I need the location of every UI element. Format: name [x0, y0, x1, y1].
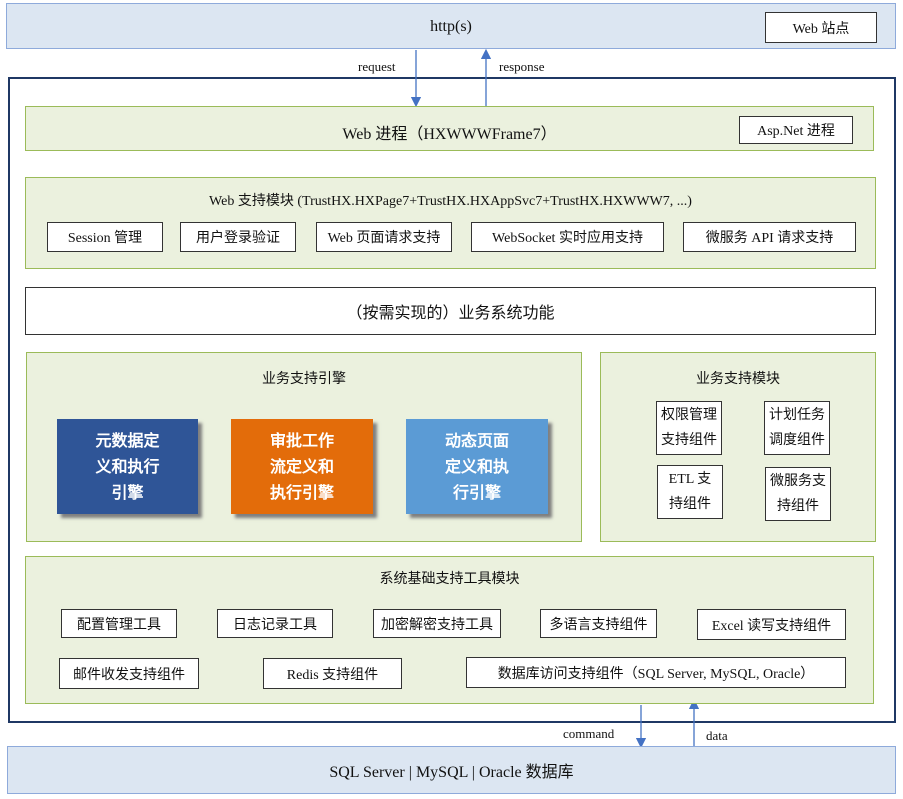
dynamic-page-engine-line-3: 行引擎 [452, 482, 501, 502]
aspnet-process-box: Asp.Net 进程 [739, 116, 853, 144]
aspnet-process-label: Asp.Net 进程 [757, 124, 835, 139]
system-tools-title: 系统基础支持工具模块 [379, 572, 520, 587]
business-engines-panel: 业务支持引擎 元数据定 义和执行 引擎 审批工作 流定义和 执行引擎 动态页面 … [26, 352, 582, 542]
metadata-engine-line-3: 引擎 [111, 482, 144, 502]
config-tool-box: 配置管理工具 [61, 609, 177, 638]
redis-component-box: Redis 支持组件 [263, 658, 402, 689]
database-band: SQL Server | MySQL | Oracle 数据库 [7, 746, 896, 794]
session-management-box: Session 管理 [47, 222, 163, 252]
redis-component-label: Redis 支持组件 [286, 667, 379, 683]
scheduler-component-box: 计划任务调度组件 [764, 401, 830, 455]
web-process-title: Web 进程（HXWWWFrame7） [342, 126, 557, 143]
etl-line-1: ETL 支 [668, 472, 712, 487]
log-tool-box: 日志记录工具 [217, 609, 333, 638]
excel-component-box: Excel 读写支持组件 [697, 609, 846, 640]
business-modules-panel: 业务支持模块 权限管理支持组件 计划任务调度组件 ETL 支持组件 微服务支持组… [600, 352, 876, 542]
web-site-box: Web 站点 [765, 12, 877, 43]
scheduler-line-1: 计划任务 [769, 408, 825, 423]
user-login-label: 用户登录验证 [196, 231, 280, 246]
permission-line-1: 权限管理 [661, 408, 717, 423]
mail-component-label: 邮件收发支持组件 [73, 667, 185, 683]
web-page-request-label: Web 页面请求支持 [327, 231, 441, 246]
etl-component-box: ETL 支持组件 [657, 465, 723, 519]
business-modules-title: 业务支持模块 [696, 372, 780, 387]
business-engines-title: 业务支持引擎 [262, 372, 346, 387]
web-process-band: Web 进程（HXWWWFrame7） Asp.Net 进程 [25, 106, 874, 151]
business-functions-box: （按需实现的）业务系统功能 [25, 287, 876, 335]
i18n-component-box: 多语言支持组件 [540, 609, 657, 638]
i18n-component-label: 多语言支持组件 [549, 617, 648, 633]
web-site-label: Web 站点 [792, 21, 850, 37]
command-label: command [563, 726, 615, 741]
etl-line-2: 持组件 [668, 497, 711, 512]
response-label: response [499, 59, 545, 74]
config-tool-label: 配置管理工具 [77, 617, 161, 633]
microservice-line-1: 微服务支 [770, 474, 826, 489]
microservice-api-box: 微服务 API 请求支持 [683, 222, 856, 252]
permission-line-2: 支持组件 [661, 433, 717, 448]
web-support-module: Web 支持模块 (TrustHX.HXPage7+TrustHX.HXAppS… [25, 177, 876, 269]
crypto-tool-box: 加密解密支持工具 [373, 609, 501, 638]
log-tool-label: 日志记录工具 [233, 617, 317, 633]
websocket-label: WebSocket 实时应用支持 [492, 231, 643, 246]
web-support-title: Web 支持模块 (TrustHX.HXPage7+TrustHX.HXAppS… [209, 194, 692, 209]
workflow-engine: 审批工作 流定义和 执行引擎 [231, 419, 373, 514]
metadata-engine-line-1: 元数据定 [95, 430, 160, 450]
http-label: http(s) [430, 18, 472, 35]
crypto-tool-label: 加密解密支持工具 [381, 617, 493, 633]
scheduler-line-2: 调度组件 [769, 433, 825, 448]
workflow-engine-line-1: 审批工作 [269, 430, 334, 450]
db-access-component-box: 数据库访问支持组件（SQL Server, MySQL, Oracle） [466, 657, 846, 688]
session-management-label: Session 管理 [67, 231, 143, 246]
microservice-api-label: 微服务 API 请求支持 [705, 231, 834, 246]
websocket-box: WebSocket 实时应用支持 [471, 222, 664, 252]
user-login-box: 用户登录验证 [180, 222, 296, 252]
business-functions-label: （按需实现的）业务系统功能 [346, 305, 555, 322]
request-label: request [358, 59, 396, 74]
db-access-component-label: 数据库访问支持组件（SQL Server, MySQL, Oracle） [497, 666, 815, 682]
metadata-engine-line-2: 义和执行 [95, 456, 160, 476]
system-tools-panel: 系统基础支持工具模块 配置管理工具 日志记录工具 加密解密支持工具 多语言支持组… [25, 556, 874, 704]
permission-component-box: 权限管理支持组件 [656, 401, 722, 455]
metadata-engine: 元数据定 义和执行 引擎 [57, 419, 198, 514]
workflow-engine-line-3: 执行引擎 [269, 482, 334, 502]
web-page-request-box: Web 页面请求支持 [316, 222, 452, 252]
data-label: data [706, 728, 728, 743]
dynamic-page-engine-line-1: 动态页面 [444, 430, 509, 450]
excel-component-label: Excel 读写支持组件 [711, 618, 832, 634]
microservice-line-2: 持组件 [777, 499, 819, 514]
http-band: http(s) Web 站点 [6, 3, 896, 49]
mail-component-box: 邮件收发支持组件 [59, 658, 199, 689]
workflow-engine-line-2: 流定义和 [269, 456, 334, 476]
database-label: SQL Server | MySQL | Oracle 数据库 [329, 764, 574, 781]
dynamic-page-engine-line-2: 定义和执 [444, 456, 509, 476]
microservice-component-box: 微服务支持组件 [765, 467, 831, 521]
dynamic-page-engine: 动态页面 定义和执 行引擎 [406, 419, 548, 514]
